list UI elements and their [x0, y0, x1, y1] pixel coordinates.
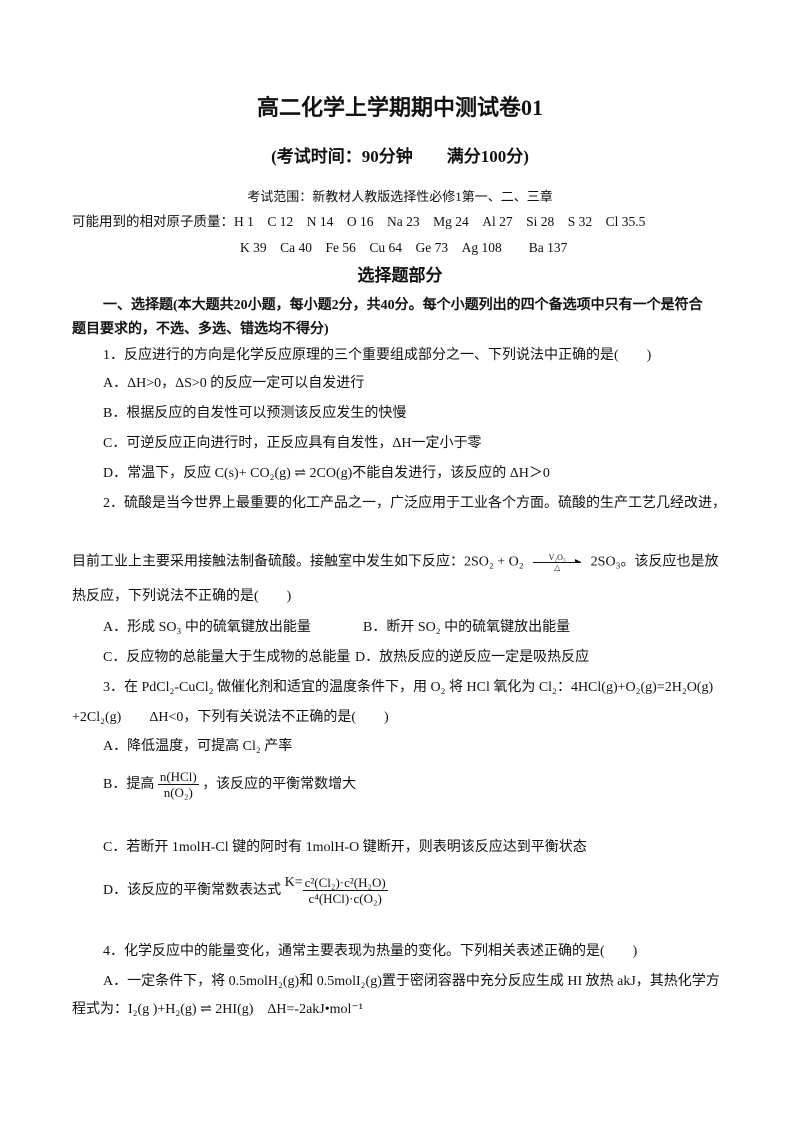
catalyst-label: V₂O₅	[548, 553, 566, 562]
question-2-stem-line-1: 2．硫酸是当今世界上最重要的化工产品之一，广泛应用于工业各个方面。硫酸的生产工艺…	[103, 496, 726, 511]
ratio-fraction: n(HCl) n(O₂)	[157, 769, 199, 801]
question-3-option-b: B．提高 n(HCl) n(O₂) ，该反应的平衡常数增大	[103, 768, 356, 802]
question-1-option-d: D．常温下，反应 C(s)+ CO₂(g) ⇌ 2CO(g)不能自发进行，该反应…	[103, 466, 550, 481]
question-4-option-a-line-1: A．一定条件下，将 0.5molH₂(g)和 0.5molI₂(g)置于密闭容器…	[103, 974, 720, 989]
question-3-stem-line-1: 3．在 PdCl₂-CuCl₂ 做催化剂和适宜的温度条件下，用 O₂ 将 HCl…	[103, 680, 714, 695]
exam-time-subtitle: (考试时间：90分钟 满分100分)	[271, 147, 529, 166]
question-3-option-d: D．该反应的平衡常数表达式 K= c²(Cl₂)·c²(H₂O) c⁴(HCl)…	[103, 866, 388, 908]
equilibrium-arrow-icon: V₂O₅ △	[533, 553, 582, 572]
q3b-suffix: ，该反应的平衡常数增大	[202, 777, 357, 792]
question-2-stem-line-2: 目前工业上主要采用接触法制备硫酸。接触室中发生如下反应：2SO₂ + O₂ V₂…	[72, 553, 718, 572]
question-1-stem: 1．反应进行的方向是化学反应原理的三个重要组成部分之一、下列说法中正确的是( )	[103, 348, 652, 363]
q3d-prefix: D．该反应的平衡常数表达式	[103, 883, 282, 898]
question-4-option-a-line-2: 程式为：I₂(g )+H₂(g) ⇌ 2HI(g) ΔH=-2akJ•mol⁻¹	[72, 1002, 364, 1017]
exam-scope: 考试范围：新教材人教版选择性必修1第一、二、三章	[247, 189, 553, 204]
fraction-numerator: n(HCl)	[157, 769, 199, 786]
question-3-stem-line-2: +2Cl₂(g) ΔH<0，下列有关说法不正确的是( )	[72, 710, 389, 725]
fraction-numerator: c²(Cl₂)·c²(H₂O)	[302, 875, 388, 892]
question-2-option-d: D．放热反应的逆反应一定是吸热反应	[355, 650, 590, 665]
question-3-option-a: A．降低温度，可提高 Cl₂ 产率	[103, 739, 293, 754]
atomic-mass-line-1: 可能用到的相对原子质量：H 1 C 12 N 14 O 16 Na 23 Mg …	[72, 214, 646, 229]
section-instructions-line-2: 题目要求的，不选、多选、错选均不得分)	[72, 322, 329, 337]
question-2-option-c: C．反应物的总能量大于生成物的总能量	[103, 650, 351, 665]
question-4-stem: 4．化学反应中的能量变化，通常主要表现为热量的变化。下列相关表述正确的是( )	[103, 944, 638, 959]
section-instructions-line-1: 一、选择题(本大题共20小题，每小题2分，共40分。每个小题列出的四个备选项中只…	[103, 298, 703, 313]
fraction-denominator: n(O₂)	[163, 785, 193, 801]
question-3-option-c: C．若断开 1molH-Cl 键的阿时有 1molH-O 键断开，则表明该反应达…	[103, 840, 587, 855]
section-title: 选择题部分	[357, 266, 443, 285]
arrow-bar	[533, 559, 582, 563]
question-1-option-b: B．根据反应的自发性可以预测该反应发生的快慢	[103, 406, 407, 421]
equilibrium-constant-fraction: c²(Cl₂)·c²(H₂O) c⁴(HCl)·c(O₂)	[302, 875, 388, 907]
fraction-denominator: c⁴(HCl)·c(O₂)	[308, 891, 382, 907]
page-title: 高二化学上学期期中测试卷01	[256, 95, 543, 120]
question-1-option-c: C．可逆反应正向进行时，正反应具有自发性，ΔH一定小于零	[103, 436, 482, 451]
q2-equation-right: 2SO₃。该反应也是放	[590, 554, 719, 570]
k-symbol: K=	[284, 875, 303, 890]
q2-equation-left: 目前工业上主要采用接触法制备硫酸。接触室中发生如下反应：2SO₂ + O₂	[72, 554, 524, 570]
atomic-mass-line-2: K 39 Ca 40 Fe 56 Cu 64 Ge 73 Ag 108 Ba 1…	[240, 240, 568, 255]
question-2-stem-line-3: 热反应，下列说法不正确的是( )	[72, 589, 292, 604]
question-2-option-a: A．形成 SO₃ 中的硫氧键放出能量	[103, 620, 311, 635]
question-2-option-b: B．断开 SO₂ 中的硫氧键放出能量	[363, 620, 571, 635]
question-1-option-a: A．ΔH>0，ΔS>0 的反应一定可以自发进行	[103, 376, 365, 391]
q3b-prefix: B．提高	[103, 777, 155, 792]
heat-condition-label: △	[554, 563, 561, 572]
